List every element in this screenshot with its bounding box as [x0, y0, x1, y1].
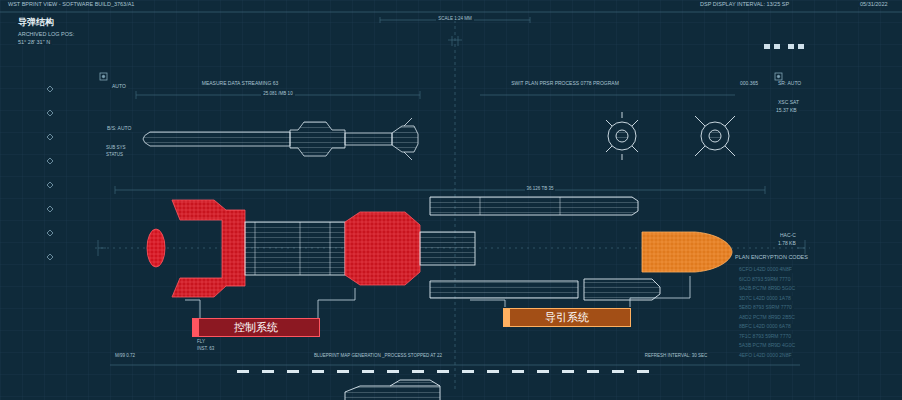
hud-label: DSP DISPLAY INTERVAL: 13/25 SP	[698, 1, 791, 7]
system-label-box: 导引系统	[503, 308, 631, 327]
hud-label: AUTO	[110, 84, 128, 90]
system-label-box: 控制系统	[192, 318, 320, 337]
hud-label: 6ICO 8793 59RM 7770	[737, 277, 792, 283]
progress-dashes	[237, 370, 649, 373]
hud-label: FLY	[195, 339, 207, 344]
hud-label: M/99 0.72	[113, 353, 137, 358]
hud-label: 5E8D 8793 S9RM 7770	[737, 305, 794, 311]
hud-label: STATUS	[104, 152, 125, 157]
missile-end-views	[606, 112, 735, 160]
hud-label: PLAN ENCRYPTION CODES	[733, 254, 810, 260]
hud-label: MEASURE DATA STREAMING 63	[200, 81, 281, 87]
hud-label: 9A2B PC7M 8R9D 5G0C	[737, 286, 797, 292]
hud-label: B/S: AUTO	[105, 126, 133, 132]
hud-label: 4EFO L42D 0000 2N8F	[737, 353, 794, 359]
hud-label: HAC-C	[778, 233, 798, 239]
hud-label: 36.126 TB 35	[525, 186, 556, 191]
hud-label: WST BPRINT VIEW - SOFTWARE BUILD_3763/A1	[6, 1, 136, 7]
hud-label: SWIT PLAN PRSR PROCESS 0778 PROGRAM	[509, 81, 621, 87]
hud-label: XSC SAT	[776, 100, 801, 106]
hud-label: 6CFO L42D 0000 4N8F	[737, 267, 794, 273]
hud-label: BLUEPRINT MAP GENERATION _PROCESS STOPPE…	[312, 353, 444, 358]
hud-label: 7F1C 8793 59RM 7770	[737, 334, 793, 340]
hud-label: 000.365	[738, 81, 760, 87]
hud-label: SR: AUTO	[776, 81, 803, 87]
hud-label: 8BFC L42D 0000 6A78	[737, 324, 793, 330]
hud-label: REFRESH INTERVAL: 30 SEC	[643, 353, 709, 358]
hud-label: SUB SYS	[104, 145, 128, 150]
title: 导弹结构	[16, 17, 56, 27]
missile-exploded-view	[147, 197, 732, 400]
missile-side-view	[143, 118, 418, 160]
hud-label: 25.081 /MB 10	[261, 91, 294, 96]
hud-label: 15.37 KB	[774, 108, 799, 114]
hud-label: 1.78 KB	[776, 241, 798, 247]
system-label: 导引系统	[545, 310, 589, 325]
hud-label: ARCHIVED LOG POS:	[16, 31, 76, 37]
status-squares	[764, 44, 804, 49]
hud-label: INST. 63	[195, 346, 216, 351]
system-label: 控制系统	[234, 320, 278, 335]
hud-label: SCALE 1:24 MM	[436, 16, 474, 21]
hud-label: 3D7C L42D 0000 1A78	[737, 296, 793, 302]
hud-label: A8D2 PC7M 8R9D 2B5C	[737, 315, 797, 321]
frame-lines	[0, 12, 902, 392]
hud-label: 51° 28' 31" N	[16, 39, 52, 45]
hud-label: 05/31/2022	[858, 1, 890, 7]
hud-label: 5A3B PC7M 8R9D 4G0C	[737, 343, 797, 349]
